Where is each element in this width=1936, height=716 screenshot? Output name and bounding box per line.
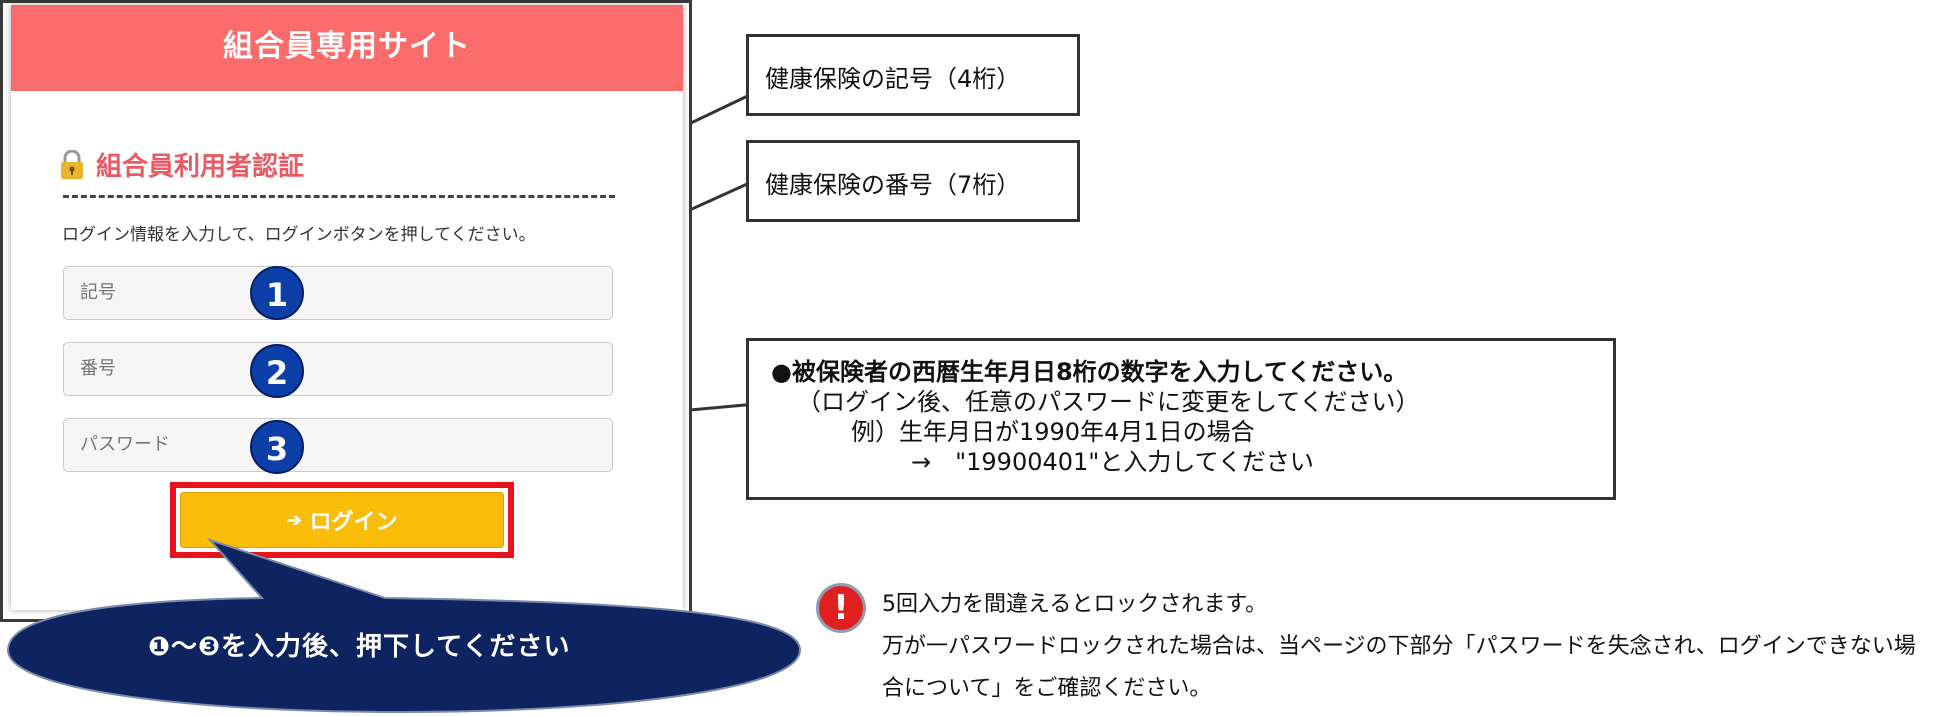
login-instruction: ログイン情報を入力して、ログインボタンを押してください。 [62,225,536,245]
callout-password-line1: ●被保険者の西暦生年月日8桁の数字を入力してください。 [771,358,1408,386]
callout-password-line4: → "19900401"と入力してください [911,448,1314,476]
marker-2: 2 [250,344,304,398]
callout-password: ●被保険者の西暦生年月日8桁の数字を入力してください。 （ログイン後、任意のパス… [746,338,1616,500]
callout-password-line2: （ログイン後、任意のパスワードに変更をしてください） [797,388,1420,416]
password-input[interactable] [63,418,613,472]
site-header: 組合員専用サイト [11,5,683,91]
auth-title-text: 組合員利用者認証 [96,152,305,182]
callout-password-line3: 例）生年月日が1990年4月1日の場合 [851,418,1255,446]
warning-line2: 万が一パスワードロックされた場合は、当ページの下部分「パスワードを失念され、ログ… [882,634,1916,701]
dashed-divider [63,195,615,198]
marker-3: 3 [250,420,304,474]
warning-icon: ! [816,583,866,633]
callout-kigou: 健康保険の記号（4桁） [746,34,1080,116]
warning-line1: 5回入力を間違えるとロックされます。 [882,592,1268,617]
kigou-input[interactable] [63,266,613,320]
callout-bangou: 健康保険の番号（7桁） [746,140,1080,222]
login-highlight [170,482,514,558]
auth-title: 組合員利用者認証 [60,146,304,183]
sign-in-icon: ➔ [286,509,302,530]
login-button-label: ログイン [309,509,398,534]
bubble-text: ❶～❸を入力後、押下してください [148,632,571,662]
warning-text: 5回入力を間違えるとロックされます。 万が一パスワードロックされた場合は、当ペー… [882,584,1922,710]
lock-icon [60,149,84,180]
marker-1: 1 [250,266,304,320]
bangou-input[interactable] [63,342,613,396]
login-button[interactable]: ➔ ログイン [180,492,504,548]
